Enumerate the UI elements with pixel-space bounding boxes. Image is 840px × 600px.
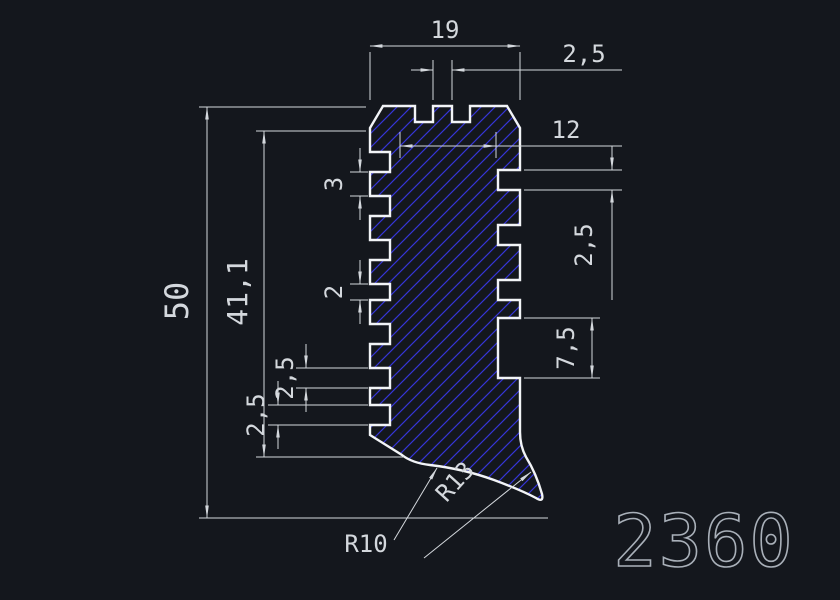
dim-inner-height[interactable]: 41,1 (221, 130, 404, 458)
dim-text-top-tab: 2,5 (562, 40, 605, 68)
dim-text-left-gap: 2 (320, 285, 348, 299)
part-number-text[interactable]: 2360 (613, 498, 794, 584)
leader-line (423, 471, 532, 559)
profile-outline[interactable] (368, 104, 544, 501)
dim-left-gap[interactable]: 2 (320, 260, 368, 324)
dim-text-inner-width: 12 (552, 116, 581, 144)
dim-right-notch-upper[interactable]: 2,5 (524, 146, 622, 300)
dim-text-overall-height: 50 (158, 282, 196, 321)
radius-label-r10[interactable]: R10 (344, 467, 438, 558)
dim-left-lower-gap[interactable]: 2,5 (271, 344, 368, 412)
dim-right-notch-lower[interactable]: 7,5 (524, 317, 600, 379)
dim-left-tooth[interactable]: 3 (320, 148, 368, 220)
leader-line (393, 467, 438, 541)
dim-text-left-bottom-gap: 2,5 (242, 393, 270, 436)
dim-overall-height[interactable]: 50 (158, 106, 548, 519)
dim-inner-width[interactable]: 12 (399, 116, 622, 158)
dim-text-right-notch-lower: 7,5 (552, 326, 580, 369)
dim-text-left-tooth: 3 (320, 177, 348, 191)
dim-text-inner-height: 41,1 (221, 258, 254, 325)
dim-text-left-lower-gap: 2,5 (271, 356, 299, 399)
dim-top-width[interactable]: 19 (369, 16, 521, 100)
dim-text-right-notch-upper: 2,5 (570, 223, 598, 266)
dim-text-top-width: 19 (431, 16, 460, 44)
dim-top-tab[interactable]: 2,5 (411, 40, 622, 100)
radius-text-r10: R10 (344, 530, 387, 558)
